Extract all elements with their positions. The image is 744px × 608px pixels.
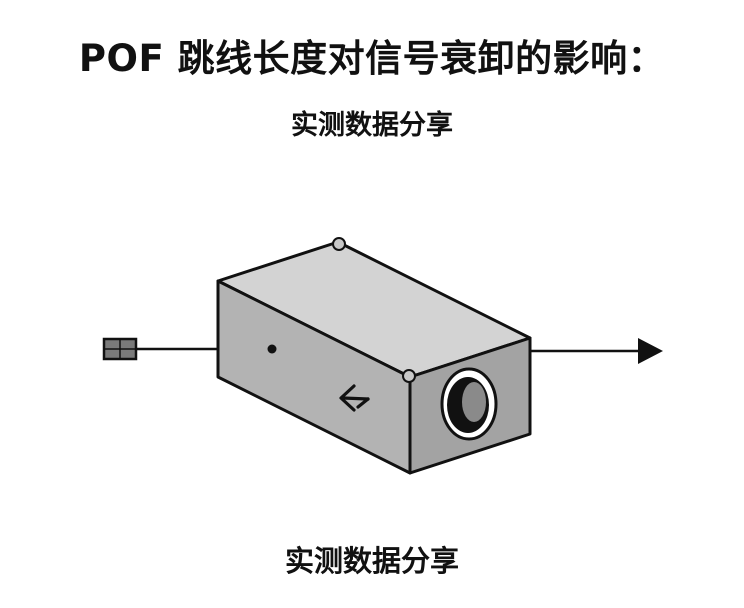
input-connector-icon [102, 337, 138, 361]
footer-caption: 实测数据分享 [284, 544, 459, 578]
page-subtitle: 实测数据分享 [291, 110, 453, 141]
right-arrowhead-icon [638, 338, 663, 364]
left-chevron-arrow-icon [339, 384, 370, 412]
screw-head-icon [332, 237, 416, 383]
page-title: POF 跳线长度对信号衰卸的影响： [78, 37, 666, 80]
circular-port-icon [440, 367, 498, 441]
fiber-entry-dot [267, 344, 277, 354]
